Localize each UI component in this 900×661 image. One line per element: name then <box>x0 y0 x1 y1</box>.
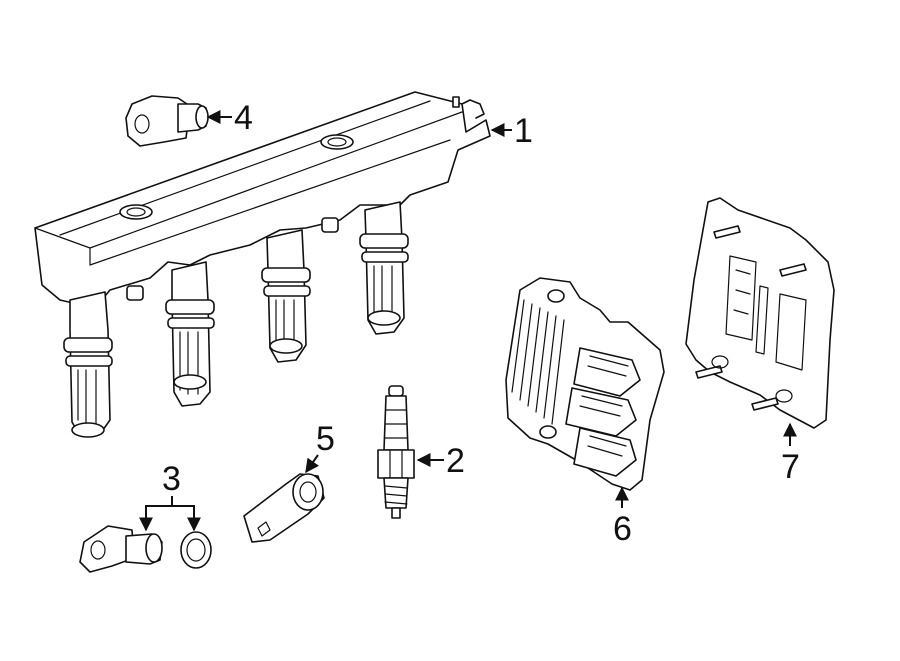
camshaft-sensor-part[interactable] <box>125 95 209 147</box>
callout-2: 2 <box>446 442 465 480</box>
spark-plug-part[interactable] <box>377 385 415 519</box>
callout-4: 4 <box>234 99 253 137</box>
o-ring-part[interactable] <box>180 531 212 569</box>
ignition-coil-part[interactable] <box>34 91 491 438</box>
callout-7: 7 <box>781 448 800 486</box>
callout-3: 3 <box>162 460 181 498</box>
callout-5: 5 <box>316 420 335 458</box>
engine-control-module-part[interactable] <box>505 277 665 491</box>
leader-lines <box>139 110 797 532</box>
knock-sensor-part[interactable] <box>243 473 325 543</box>
crankshaft-sensor-part[interactable] <box>79 525 163 573</box>
callout-1: 1 <box>514 112 533 150</box>
callout-6: 6 <box>613 510 632 548</box>
bracket-part[interactable] <box>685 197 835 429</box>
